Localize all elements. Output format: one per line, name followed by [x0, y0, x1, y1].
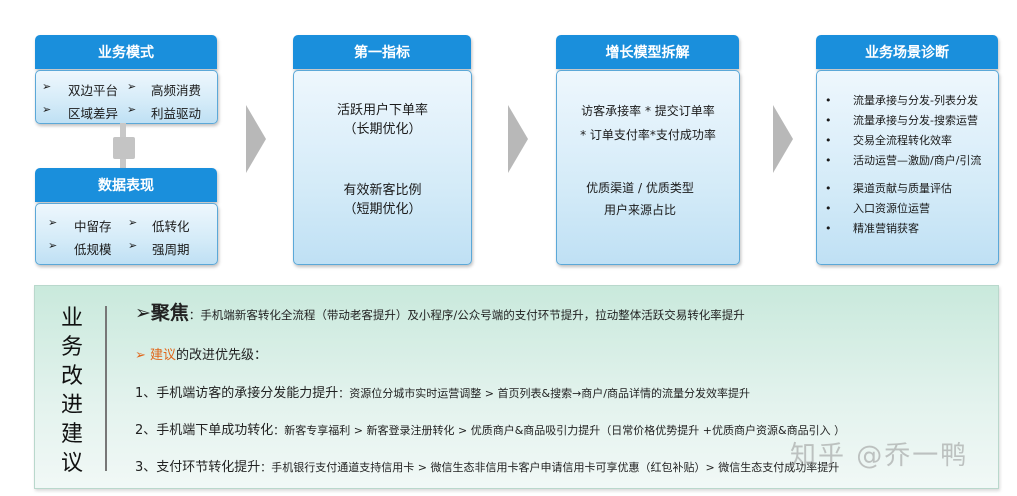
first-metric-short-term-note: （短期优化） — [343, 202, 422, 217]
scenario-item: • 交易全流程转化效率 — [825, 131, 981, 151]
focus-line: ➢聚焦：手机端新客转化全流程（带动老客提升）及小程序/公众号端的支付环节提升，拉… — [135, 298, 745, 325]
side-title-char: 业 — [60, 306, 83, 331]
scenario-item-text: 入口资源位运营 — [853, 202, 930, 215]
bullet-dot-icon: • — [825, 222, 832, 235]
side-title-char: 进 — [60, 393, 83, 418]
business-model-item: 双边平台 — [68, 83, 119, 98]
suggestion-head: 3、支付环节转化提升 — [135, 460, 261, 475]
scenario-item-text: 渠道贡献与质量评估 — [853, 182, 952, 195]
suggestion-head: 1、手机端访客的承接分发能力提升 — [135, 386, 339, 401]
first-metric-box: 活跃用户下单率 （长期优化） 有效新客比例 （短期优化） — [293, 70, 472, 265]
bullet-arrow-icon: ➢ — [48, 216, 58, 229]
suggest-rest: 的改进优先级： — [176, 348, 268, 363]
suggestion-item: 1、手机端访客的承接分发能力提升：资源位分城市实时运营调整 > 首页列表&搜索→… — [135, 382, 750, 401]
side-title: 业 务 改 进 建 议 — [57, 304, 87, 478]
suggest-highlight: 建议 — [150, 348, 177, 363]
bullet-dot-icon: • — [825, 134, 832, 147]
suggestion-body: ：资源位分城市实时运营调整 > 首页列表&搜索→商户/商品详情的流量分发效率提升 — [338, 387, 750, 400]
side-title-char: 建 — [60, 422, 83, 447]
growth-formula-line-1: 访客承接率 * 提交订单率 — [581, 104, 715, 118]
watermark: 知乎 @乔一鸭 — [790, 441, 969, 471]
growth-source-line: 用户来源占比 — [603, 203, 676, 217]
scenario-item: • 入口资源位运营 — [825, 199, 981, 219]
scenario-item: • 活动运营—激励/商户/引流 — [825, 151, 981, 171]
focus-label: ➢聚焦 — [135, 302, 189, 324]
scenario-item-text: 精准营销获客 — [853, 222, 919, 235]
suggestion-item: 3、支付环节转化提升：手机银行支付通道支持信用卡 > 微信生态非信用卡客户申请信… — [135, 456, 839, 475]
connector-block — [113, 137, 135, 159]
growth-model-box: 访客承接率 * 提交订单率 * 订单支付率*支付成功率 优质渠道 / 优质类型 … — [556, 70, 740, 265]
flow-arrow-icon — [773, 105, 793, 173]
bullet-arrow-icon: ➢ — [42, 80, 52, 93]
growth-formula-line-2: * 订单支付率*支付成功率 — [580, 128, 716, 142]
data-performance-box: ➢ 中留存 ➢ 低转化 ➢ 低规模 ➢ 强周期 — [35, 203, 218, 265]
business-model-item: 利益驱动 — [151, 106, 202, 121]
business-model-item: 高频消费 — [151, 83, 202, 98]
business-model-header: 业务模式 — [35, 35, 217, 69]
bullet-arrow-icon: ➢ — [127, 80, 137, 93]
scenario-item-text: 交易全流程转化效率 — [853, 134, 952, 147]
scenario-item: • 流量承接与分发-列表分发 — [825, 91, 981, 111]
data-performance-header: 数据表现 — [35, 168, 217, 202]
scenario-item-text: 流量承接与分发-列表分发 — [853, 94, 978, 107]
scenario-item: • 流量承接与分发-搜索运营 — [825, 111, 981, 131]
growth-channel-line: 优质渠道 / 优质类型 — [586, 181, 694, 195]
suggest-line: ➢ 建议的改进优先级： — [135, 344, 267, 363]
bullet-arrow-icon: ➢ — [48, 239, 58, 252]
flow-arrow-icon — [508, 105, 528, 173]
side-title-char: 务 — [60, 335, 83, 360]
first-metric-long-term-label: 活跃用户下单率 — [336, 103, 428, 118]
scenario-item: • 精准营销获客 — [825, 219, 981, 239]
bullet-arrow-icon: ➢ — [128, 239, 138, 252]
suggestion-head: 2、手机端下单成功转化 — [135, 423, 274, 438]
bullet-dot-icon: • — [825, 202, 832, 215]
focus-text: ：手机端新客转化全流程（带动老客提升）及小程序/公众号端的支付环节提升，拉动整体… — [188, 308, 745, 322]
scenario-diagnosis-box: • 流量承接与分发-列表分发 • 流量承接与分发-搜索运营 • 交易全流程转化效率 •… — [816, 70, 999, 265]
business-model-box: ➢ 双边平台 ➢ 高频消费 ➢ 区域差异 ➢ 利益驱动 — [35, 70, 218, 124]
suggestion-item: 2、手机端下单成功转化：新客专享福利 > 新客登录注册转化 > 优质商户&商品吸… — [135, 419, 845, 438]
first-metric-header: 第一指标 — [293, 35, 471, 69]
suggestion-body: ：新客专享福利 > 新客登录注册转化 > 优质商户&商品吸引力提升（日常价格优势… — [273, 424, 846, 437]
side-title-char: 改 — [60, 364, 83, 389]
bullet-dot-icon: • — [825, 94, 832, 107]
business-model-item: 区域差异 — [68, 106, 119, 121]
data-performance-item: 低转化 — [152, 219, 190, 234]
bullet-dot-icon: • — [825, 154, 832, 167]
improvement-suggestions-panel: 业 务 改 进 建 议 ➢聚焦：手机端新客转化全流程（带动老客提升）及小程序/公… — [34, 285, 999, 489]
first-metric-long-term-note: （长期优化） — [343, 122, 422, 137]
scenario-diagnosis-header: 业务场景诊断 — [816, 35, 998, 69]
bullet-dot-icon: • — [825, 182, 832, 195]
scenario-item: • 渠道贡献与质量评估 — [825, 179, 981, 199]
suggest-arrow-icon: ➢ — [135, 348, 151, 363]
scenario-item-text: 流量承接与分发-搜索运营 — [853, 114, 978, 127]
scenario-item-text: 活动运营—激励/商户/引流 — [853, 154, 982, 167]
divider — [105, 306, 107, 471]
side-title-char: 议 — [60, 451, 83, 476]
first-metric-short-term-label: 有效新客比例 — [343, 183, 422, 198]
data-performance-item: 中留存 — [74, 219, 112, 234]
suggestion-body: ：手机银行支付通道支持信用卡 > 微信生态非信用卡客户申请信用卡可享优惠（红包补… — [260, 461, 840, 474]
data-performance-item: 强周期 — [152, 242, 190, 257]
bullet-dot-icon: • — [825, 114, 832, 127]
data-performance-item: 低规模 — [74, 242, 112, 257]
bullet-arrow-icon: ➢ — [128, 216, 138, 229]
bullet-arrow-icon: ➢ — [127, 103, 137, 116]
bullet-arrow-icon: ➢ — [42, 103, 52, 116]
flow-arrow-icon — [246, 105, 266, 173]
growth-model-header: 增长模型拆解 — [556, 35, 739, 69]
